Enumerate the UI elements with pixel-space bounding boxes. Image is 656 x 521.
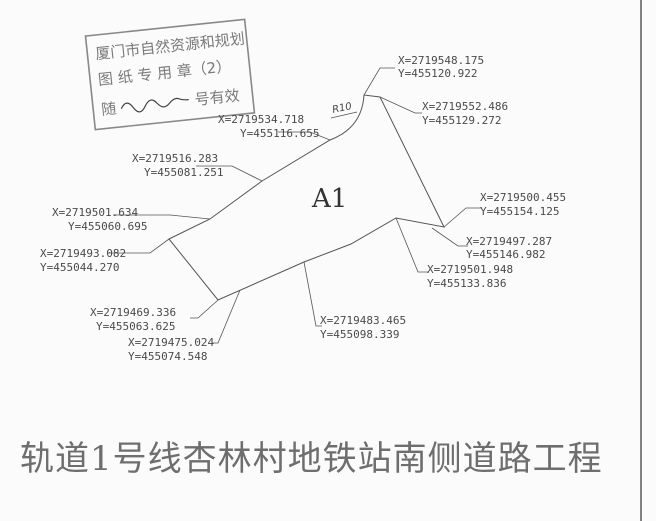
coord-y: Y=455044.270 bbox=[40, 261, 119, 274]
radius-leader bbox=[330, 111, 358, 119]
coordinate-label-p8: X=2719497.287 Y=455146.982 bbox=[466, 235, 552, 261]
coordinate-label-p3: X=2719534.718 Y=455116.655 bbox=[218, 113, 319, 140]
coord-y: Y=455154.125 bbox=[480, 205, 559, 218]
drawing-caption: 轨道1号线杏林村地铁站南侧道路工程 bbox=[20, 439, 603, 479]
area-label: A1 bbox=[311, 184, 347, 214]
coord-x: X=2719534.718 bbox=[218, 113, 304, 126]
coord-y: Y=455129.272 bbox=[422, 114, 501, 127]
leader-p3 bbox=[278, 131, 331, 141]
leader-p12 bbox=[303, 261, 322, 327]
coord-y: Y=455074.548 bbox=[128, 350, 207, 363]
stamp-line-2: 图 纸 专 用 章（2） bbox=[97, 57, 232, 89]
coord-x: X=2719493.082 bbox=[40, 247, 126, 260]
coord-y: Y=455116.655 bbox=[240, 127, 319, 140]
coord-y: Y=455133.836 bbox=[427, 277, 506, 290]
coordinate-label-p11: X=2719475.024 Y=455074.548 bbox=[128, 336, 214, 363]
coord-y: Y=455146.982 bbox=[466, 248, 545, 261]
coord-y: Y=455081.251 bbox=[144, 166, 223, 179]
leader-p5 bbox=[113, 214, 211, 220]
leader-p11 bbox=[212, 289, 241, 344]
leader-p2 bbox=[379, 96, 422, 114]
stamp-border bbox=[84, 18, 256, 131]
coord-x: X=2719500.455 bbox=[480, 191, 566, 204]
radius-label: R10 bbox=[331, 101, 353, 116]
handwritten-signature bbox=[120, 97, 189, 113]
leader-p1 bbox=[363, 67, 395, 96]
coordinate-label-p6: X=2719493.082 Y=455044.270 bbox=[40, 247, 126, 274]
leader-p6 bbox=[108, 238, 170, 254]
coord-x: X=2719501.948 bbox=[427, 263, 513, 276]
coord-x: X=2719483.465 bbox=[320, 314, 406, 327]
coordinate-label-p9: X=2719501.948 Y=455133.836 bbox=[427, 263, 513, 290]
coord-x: X=2719475.024 bbox=[128, 336, 214, 349]
leader-p4 bbox=[196, 165, 263, 182]
coordinate-label-p12: X=2719483.465 Y=455098.339 bbox=[320, 314, 406, 341]
stamp-line-3: 随 bbox=[100, 99, 117, 118]
leader-p10 bbox=[190, 299, 219, 319]
coordinate-label-p10: X=2719469.336 Y=455063.625 bbox=[90, 306, 176, 333]
coord-x: X=2719552.486 bbox=[422, 100, 508, 113]
coordinate-label-p5: X=2719501.634 Y=455060.695 bbox=[52, 206, 147, 233]
coordinate-label-p2: X=2719552.486 Y=455129.272 bbox=[422, 100, 508, 127]
parcel-boundary bbox=[168, 94, 445, 301]
coord-x: X=2719469.336 bbox=[90, 306, 176, 319]
leader-p7 bbox=[443, 207, 482, 228]
coordinate-label-p7: X=2719500.455 Y=455154.125 bbox=[480, 191, 566, 218]
coordinate-label-p1: X=2719548.175 Y=455120.922 bbox=[398, 54, 484, 80]
leader-p9 bbox=[395, 217, 428, 273]
leader-p8 bbox=[431, 227, 468, 247]
coord-x: X=2719516.283 bbox=[132, 152, 218, 165]
coord-y: Y=455120.922 bbox=[398, 67, 477, 80]
coord-x: X=2719501.634 bbox=[52, 206, 138, 219]
coord-y: Y=455098.339 bbox=[320, 328, 399, 341]
coord-x: X=2719497.287 bbox=[466, 235, 552, 248]
coordinate-label-p4: X=2719516.283 Y=455081.251 bbox=[132, 152, 223, 179]
coord-y: Y=455063.625 bbox=[96, 320, 175, 333]
coord-x: X=2719548.175 bbox=[398, 54, 484, 67]
coord-y: Y=455060.695 bbox=[68, 220, 147, 233]
stamp-line-4: 号有效 bbox=[194, 86, 241, 109]
